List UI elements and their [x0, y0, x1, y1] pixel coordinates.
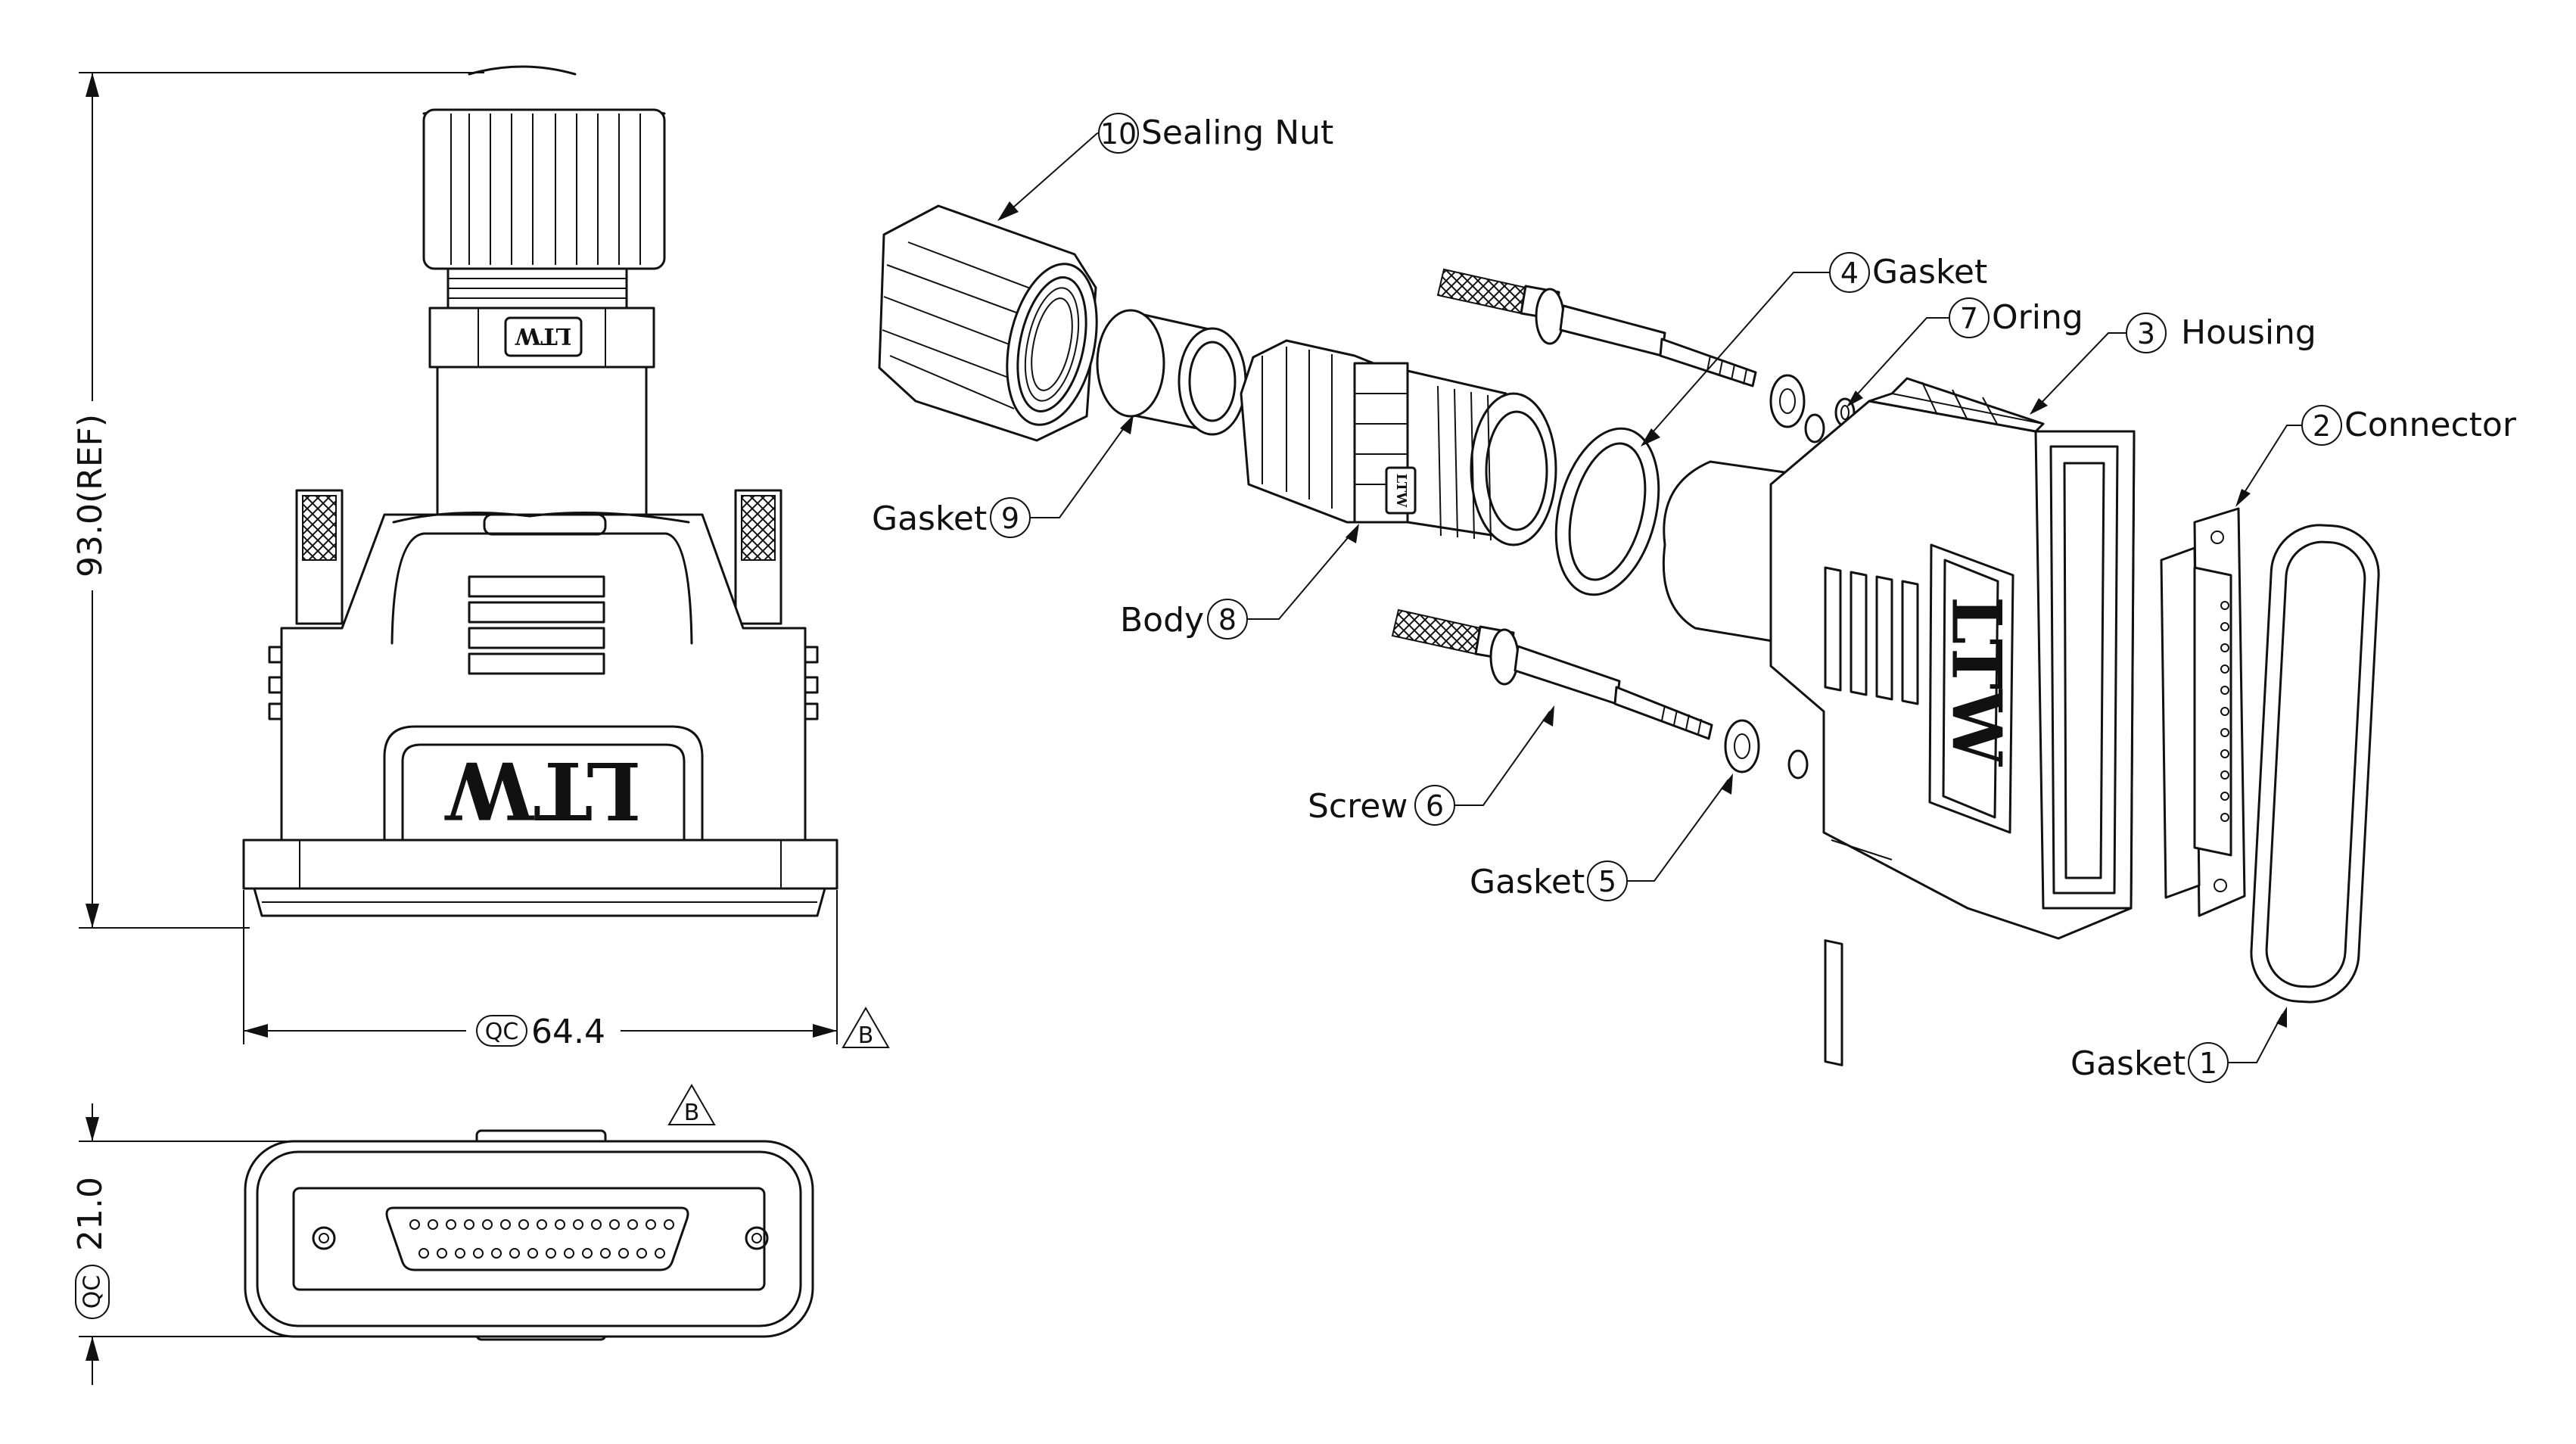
width-dimension: QC 64.4 B [243, 890, 890, 1051]
front-view: LTW LTW [242, 65, 838, 917]
revision-mark-width: B [858, 1022, 874, 1049]
body-logo: LTW [1393, 474, 1409, 509]
height-dimension: 93.0(REF) [71, 72, 484, 929]
part-body: LTW [1240, 339, 1557, 546]
housing-logo: LTW [443, 744, 641, 837]
part-washer-upper [1769, 374, 1806, 428]
part-screw-upper [1436, 268, 1757, 387]
callout-8-label: Body [1120, 601, 1204, 640]
callout-8-number: 8 [1218, 603, 1237, 636]
callout-connector: 2 Connector [2235, 405, 2517, 507]
callout-6-number: 6 [1426, 789, 1444, 823]
callout-6-label: Screw [1308, 787, 1408, 826]
callout-4-number: 4 [1840, 257, 1859, 290]
depth-dimension: QC 21.0 [71, 1103, 484, 1385]
callout-1-number: 1 [2199, 1047, 2217, 1080]
part-screw-lower [1391, 608, 1713, 740]
height-dimension-label: 93.0(REF) [71, 414, 110, 577]
callout-7-label: Oring [1992, 298, 2083, 337]
callout-2-number: 2 [2313, 409, 2331, 443]
housing-exploded-logo: LTW [1937, 596, 2017, 767]
callout-10-number: 10 [1100, 117, 1137, 151]
callout-5-number: 5 [1598, 865, 1616, 898]
callout-gasket-1: Gasket 1 [2070, 1007, 2287, 1083]
part-frame-gasket [2250, 524, 2380, 1004]
part-washer-lower [1724, 719, 1760, 773]
exploded-view: LTW [878, 204, 2380, 1066]
callout-sealing-nut: 10 Sealing Nut [997, 113, 1333, 221]
callout-oring: 7 Oring [1846, 297, 2083, 407]
callout-10-label: Sealing Nut [1141, 114, 1333, 152]
part-ring-gasket [1554, 427, 1660, 596]
callout-screw: Screw 6 [1308, 705, 1554, 826]
part-sleeve-gasket [1096, 309, 1247, 436]
width-dimension-label: 64.4 [531, 1013, 605, 1051]
callout-7-number: 7 [1960, 302, 1978, 335]
part-sealing-nut [878, 204, 1098, 442]
bottom-view: B [244, 1083, 814, 1341]
callout-gasket-5: Gasket 5 [1470, 773, 1733, 901]
callout-housing: 3 Housing [2030, 313, 2316, 415]
part-connector [2160, 507, 2246, 917]
callout-3-number: 3 [2137, 317, 2155, 350]
callout-2-label: Connector [2344, 406, 2517, 444]
callout-4-label: Gasket [1872, 253, 1987, 291]
revision-mark-bottom: B [684, 1100, 700, 1126]
width-qc-mark: QC [485, 1019, 519, 1045]
part-housing: LTW [1662, 377, 2136, 1066]
depth-dimension-label: 21.0 [71, 1177, 110, 1251]
callout-3-label: Housing [2181, 313, 2316, 352]
callout-9-label: Gasket [872, 499, 987, 538]
callout-5-label: Gasket [1470, 863, 1585, 901]
callout-gasket-4: 4 Gasket [1641, 252, 1987, 447]
callout-1-label: Gasket [2070, 1044, 2186, 1083]
depth-qc-mark: QC [79, 1275, 106, 1309]
callout-gasket-9: Gasket 9 [872, 415, 1134, 538]
collar-logo: LTW [514, 322, 571, 349]
callout-9-number: 9 [1001, 502, 1019, 535]
callout-body: Body 8 [1120, 524, 1359, 640]
